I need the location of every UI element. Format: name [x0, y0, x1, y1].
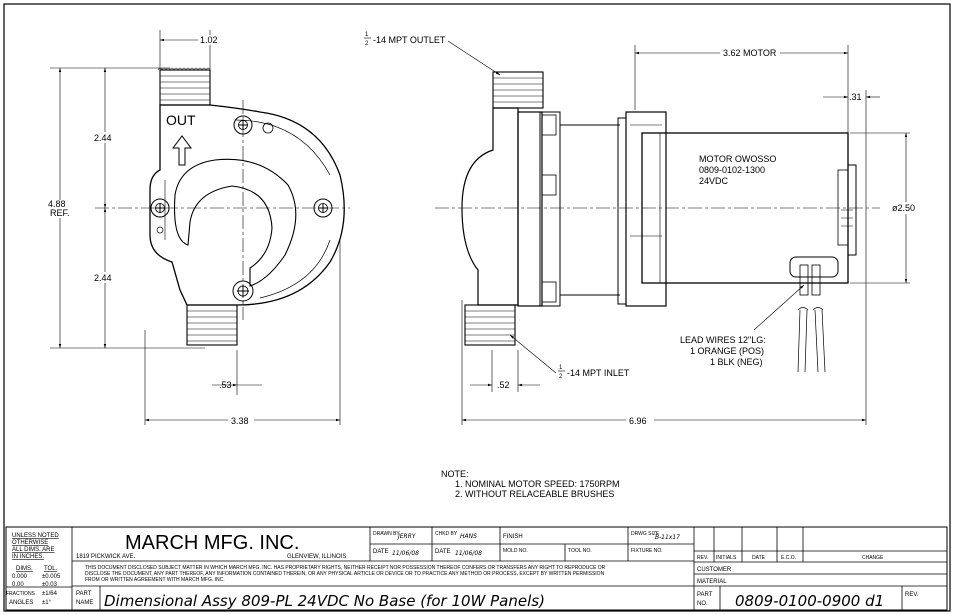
screw-boss-left: [150, 198, 170, 218]
checked-date-label: DATE: [435, 549, 451, 555]
drawn-by-label: DRAWN BY: [373, 531, 400, 537]
screw-boss-top: [233, 115, 253, 135]
front-view: [50, 30, 350, 425]
lead-wires-title: LEAD WIRES 12"LG:: [680, 335, 766, 345]
motor-voltage: 24VDC: [699, 176, 729, 186]
proprietary-line-2: DISCLOSE THE DOCUMENT, ANY PART THEREOF,…: [85, 571, 605, 577]
screw-boss-right: [313, 198, 333, 218]
tolerance-block: UNLESS NOTED OTHERWISE ALL DIMS. ARE IN …: [6, 533, 61, 606]
rev-col-eco: E.C.O.: [781, 555, 796, 561]
screw-boss-bottom: [232, 280, 254, 302]
tol-row-4-dims: ANGLES: [9, 600, 33, 606]
lead-wire-orange: 1 ORANGE (POS): [690, 346, 764, 356]
rev-col-rev: REV.: [697, 555, 708, 561]
dim-overall-width: 3.38: [231, 416, 249, 426]
note-1: 1. NOMINAL MOTOR SPEED: 1750RPM: [455, 479, 620, 489]
motor-maker: MOTOR OWOSSO: [699, 154, 776, 164]
note-2: 2. WITHOUT RELACEABLE BRUSHES: [455, 489, 614, 499]
proprietary-line-1: THIS DOCUMENT DISCLOSED SUBJECT MATTER I…: [85, 565, 606, 571]
sheet-border: [3, 3, 951, 612]
tol-row-2-dims: 0.00: [12, 582, 24, 588]
fixture-label: FIXTURE NO.: [631, 548, 663, 554]
notes-heading: NOTE:: [441, 469, 469, 479]
drwg-size-value: B-11x17: [655, 534, 680, 541]
drawn-date-label: DATE: [373, 549, 389, 555]
checked-by-value: HANS: [460, 533, 477, 540]
title-block: [5, 526, 948, 611]
dim-port-offset: .53: [219, 380, 232, 390]
inlet-thread-label: -14 MPT INLET: [567, 368, 630, 378]
inlet-fraction-den: 2: [559, 374, 563, 380]
part-no-label-1: PART: [697, 592, 713, 598]
dim-outlet-width: 1.02: [200, 35, 218, 45]
dim-endcap: .31: [849, 92, 862, 102]
outlet-fraction-den: 2: [365, 41, 369, 47]
tol-row-3-tol: ±1/64: [42, 591, 58, 597]
tol-row-1-dims: 0.000: [12, 574, 28, 580]
rev-col-initials: INITIALS: [716, 555, 737, 561]
tol-row-3-dims: FRACTIONS: [6, 591, 36, 597]
company-city: GLENVIEW, ILLINOIS: [287, 554, 346, 560]
out-label: OUT: [166, 112, 196, 128]
part-name-value: Dimensional Assy 809-PL 24VDC No Base (f…: [104, 592, 545, 610]
dim-motor-length: 3.62 MOTOR: [723, 48, 777, 58]
side-view: [435, 40, 910, 425]
dim-motor-diameter: ø2.50: [892, 203, 915, 213]
part-name-label-1: PART: [76, 591, 92, 597]
rev-label: REV.: [905, 592, 919, 598]
outlet-fraction-num: 1: [365, 32, 369, 38]
tol-col-dims: DIMS.: [16, 566, 33, 572]
drawn-date-value: 11/06/08: [392, 550, 419, 557]
checked-date-value: 11/06/08: [455, 550, 482, 557]
part-name-label-2: NAME: [76, 600, 93, 606]
flow-direction-arrow: [172, 135, 192, 166]
outlet-callout: 1 2 -14 MPT OUTLET: [364, 32, 446, 47]
dim-inlet-offset: .52: [497, 380, 510, 390]
tol-header-3: ALL DIMS. ARE: [12, 547, 54, 553]
company-address: 1819 PICKWICK AVE.: [76, 554, 136, 560]
outlet-thread-label: -14 MPT OUTLET: [373, 35, 446, 45]
drwg-size-label: DRWG SIZE: [631, 531, 660, 537]
finish-label: FINISH: [503, 534, 523, 540]
inlet-callout: 1 2 -14 MPT INLET: [558, 365, 630, 380]
dim-total-height: 4.88: [48, 199, 66, 209]
tol-header-2: OTHERWISE: [12, 540, 48, 546]
checked-by-label: CHKD BY: [435, 531, 458, 537]
customer-label: CUSTOMER: [697, 567, 732, 573]
dim-total-height-note: REF.: [50, 208, 70, 218]
tol-row-1-tol: ±0.005: [42, 574, 61, 580]
tol-header-1: UNLESS NOTED: [12, 533, 59, 539]
dim-lower-half: 2.44: [94, 273, 112, 283]
mold-label: MOLD NO.: [503, 548, 528, 554]
proprietary-line-3: FROM OR WRITTEN AGREEMENT WITH MARCH MFG…: [85, 577, 225, 583]
tool-label: TOOL NO.: [568, 548, 592, 554]
inlet-fraction-num: 1: [559, 365, 563, 371]
tol-col-tol: TOL.: [44, 566, 58, 572]
tol-row-2-tol: ±0.03: [42, 582, 58, 588]
part-no-value: 0809-0100-0900 d1: [735, 592, 884, 610]
tol-row-4-tol: ±1°: [42, 600, 52, 606]
rev-col-date: DATE: [752, 555, 766, 561]
lead-wire-black: 1 BLK (NEG): [710, 357, 763, 367]
dim-overall-length: 6.96: [629, 416, 647, 426]
part-no-label-2: NO.: [697, 601, 708, 607]
drawn-by-value: JERRY: [397, 533, 417, 540]
rev-col-change: CHANGE: [862, 555, 884, 561]
material-label: MATERIAL: [697, 579, 727, 585]
dim-upper-half: 2.44: [94, 133, 112, 143]
company-name: MARCH MFG. INC.: [125, 532, 299, 554]
tol-header-4: IN INCHES.: [12, 554, 44, 560]
motor-part-no: 0809-0102-1300: [699, 165, 765, 175]
